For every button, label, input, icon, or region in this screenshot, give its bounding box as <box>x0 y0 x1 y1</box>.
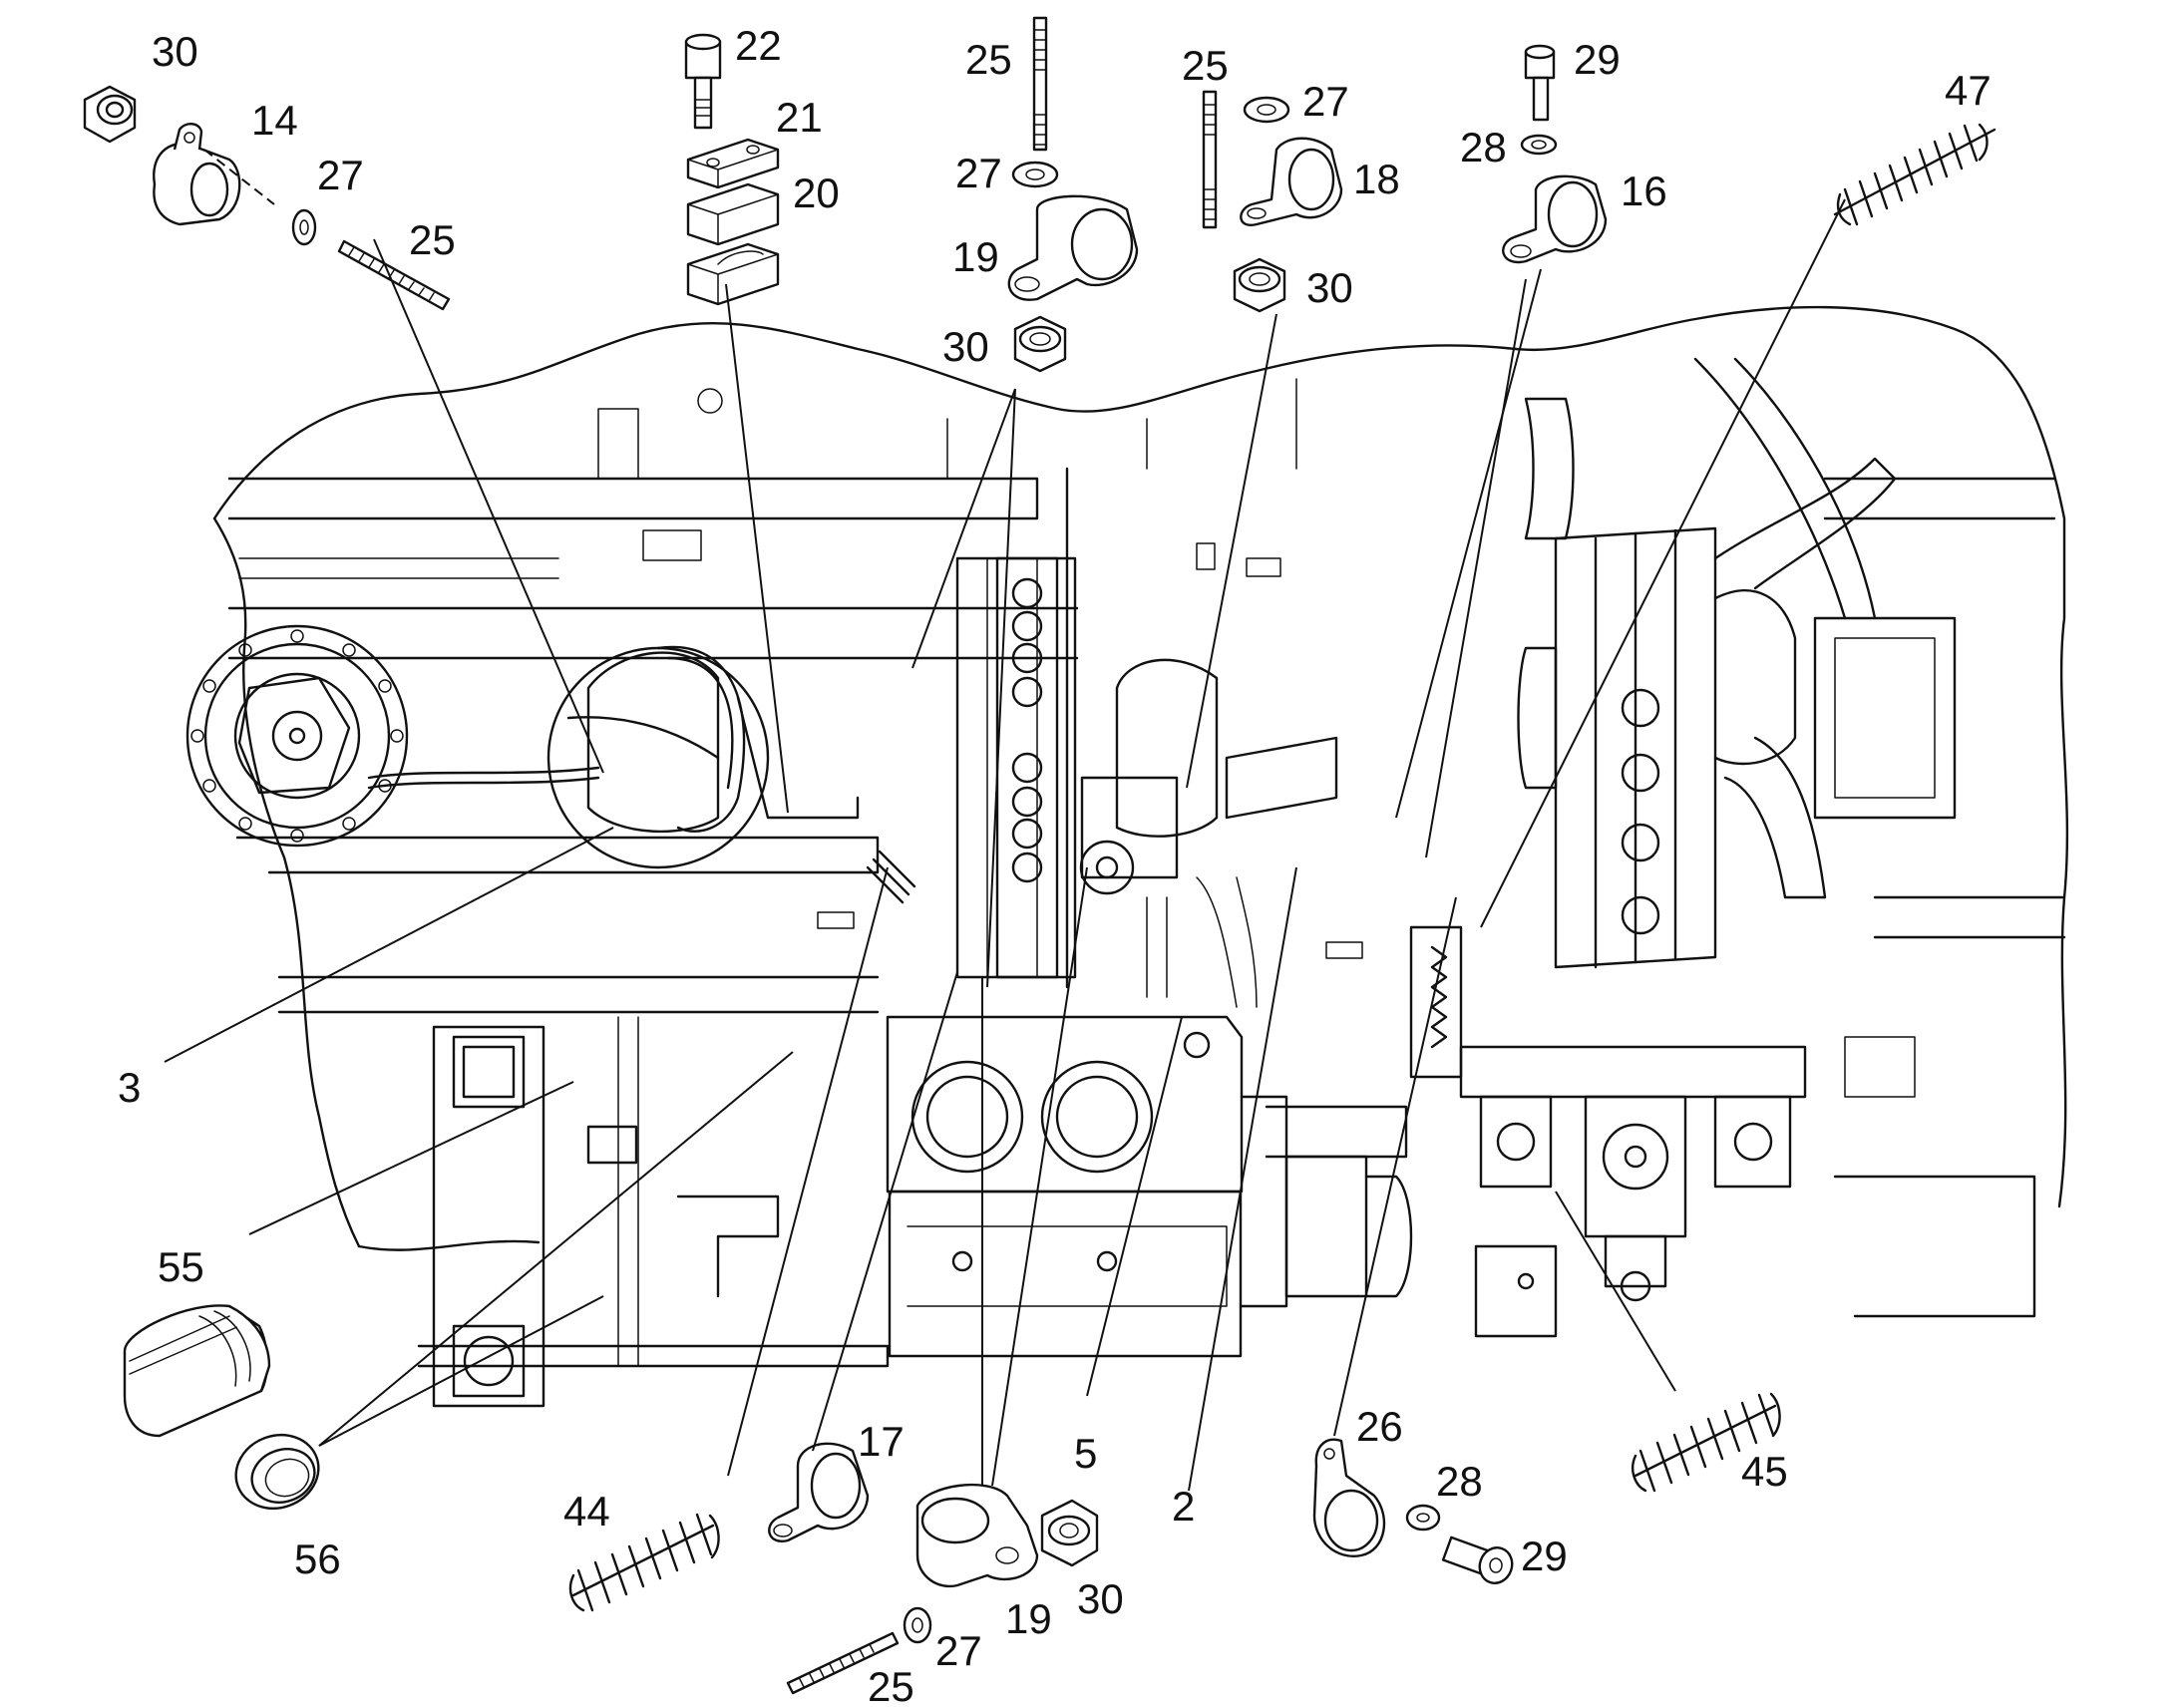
part-20-clamp-block <box>686 182 780 306</box>
leader-lines <box>164 198 1846 1492</box>
callout-26: 26 <box>1356 1403 1403 1450</box>
callout-30-top1: 30 <box>942 323 989 370</box>
frame-outline <box>212 305 2069 1368</box>
part-16-clamp <box>1502 174 1608 264</box>
part-17-clamp <box>768 1442 870 1542</box>
callout-44: 44 <box>563 1488 610 1535</box>
part-55-bellows <box>123 1304 271 1438</box>
part-30-nut-top2 <box>1233 257 1286 313</box>
callout-47: 47 <box>1945 67 1992 114</box>
part-27-washer-top2 <box>1243 96 1290 124</box>
callout-30-top-left: 30 <box>152 28 198 75</box>
lower-left-components <box>432 1016 780 1408</box>
part-27-washer-bottom <box>903 1606 932 1644</box>
valve-bank <box>955 467 1338 1008</box>
hydraulic-motor <box>367 645 860 869</box>
part-21-clamp-cap <box>686 138 780 189</box>
callout-56: 56 <box>294 1536 341 1582</box>
callout-29-bottom: 29 <box>1521 1533 1568 1579</box>
callout-55: 55 <box>158 1243 204 1290</box>
callout-25-bottom: 25 <box>868 1663 914 1708</box>
callout-27-left: 27 <box>317 152 364 198</box>
callout-29-top: 29 <box>1574 36 1621 83</box>
callout-45: 45 <box>1741 1448 1788 1495</box>
part-27-washer-left <box>291 208 317 246</box>
part-25-stud-top1 <box>1032 16 1048 152</box>
part-19-clamp-bottom <box>915 1483 1039 1588</box>
callout-3: 3 <box>118 1064 141 1111</box>
frame-spring-small <box>866 850 916 904</box>
part-18-clamp <box>1240 137 1343 226</box>
callout-28-bottom: 28 <box>1436 1458 1483 1505</box>
callout-2: 2 <box>1172 1483 1195 1530</box>
part-22-bolt <box>684 33 722 130</box>
callout-25-top1: 25 <box>965 36 1012 83</box>
part-27-washer-top1 <box>1011 161 1059 188</box>
part-47-spring <box>1833 123 1997 226</box>
callout-27-top2: 27 <box>1302 78 1349 125</box>
part-56-grommet <box>234 1434 320 1510</box>
engine-block <box>1517 357 1957 969</box>
part-29-bolt-top <box>1524 44 1556 122</box>
part-30-nut-top1 <box>1013 315 1067 373</box>
callout-19-top: 19 <box>952 233 999 280</box>
part-28-washer-top <box>1520 134 1558 156</box>
part-19-clamp-top <box>1007 194 1139 301</box>
part-14-clamp <box>153 123 275 226</box>
callout-19-bottom: 19 <box>1005 1595 1052 1642</box>
callout-18: 18 <box>1353 156 1400 202</box>
left-wheel-hub <box>185 624 409 848</box>
callout-20: 20 <box>793 170 840 216</box>
part-25-stud-top2 <box>1202 90 1218 229</box>
callout-22: 22 <box>735 22 782 69</box>
part-25-stud-bottom <box>786 1631 900 1695</box>
part-45-spring <box>1632 1392 1781 1493</box>
callout-17: 17 <box>858 1418 905 1465</box>
callout-30-top2: 30 <box>1306 264 1353 311</box>
callout-21: 21 <box>776 94 823 141</box>
part-30-nut-bottom <box>1040 1499 1099 1567</box>
callout-27-top1: 27 <box>955 150 1002 196</box>
callout-14: 14 <box>251 97 298 144</box>
callout-25-left: 25 <box>409 216 456 263</box>
callout-28-top: 28 <box>1460 124 1507 171</box>
callout-27-bottom: 27 <box>935 1627 982 1674</box>
callout-25-top2: 25 <box>1182 42 1229 89</box>
part-28-washer-bottom <box>1405 1504 1441 1532</box>
part-29-bolt-bottom <box>1441 1536 1514 1584</box>
part-25-stud-left <box>337 239 451 311</box>
callout-labels: 30 14 27 25 22 21 20 25 27 19 30 25 27 1… <box>118 22 1992 1708</box>
part-26-clamp <box>1312 1438 1386 1557</box>
callout-30-bottom: 30 <box>1077 1575 1124 1622</box>
part-30-nut-top-left <box>83 85 137 144</box>
callout-16: 16 <box>1621 168 1667 214</box>
part-44-spring <box>568 1513 720 1612</box>
gearbox <box>886 1015 1413 1358</box>
pump-assembly <box>1409 925 2036 1338</box>
callout-5: 5 <box>1074 1430 1097 1477</box>
